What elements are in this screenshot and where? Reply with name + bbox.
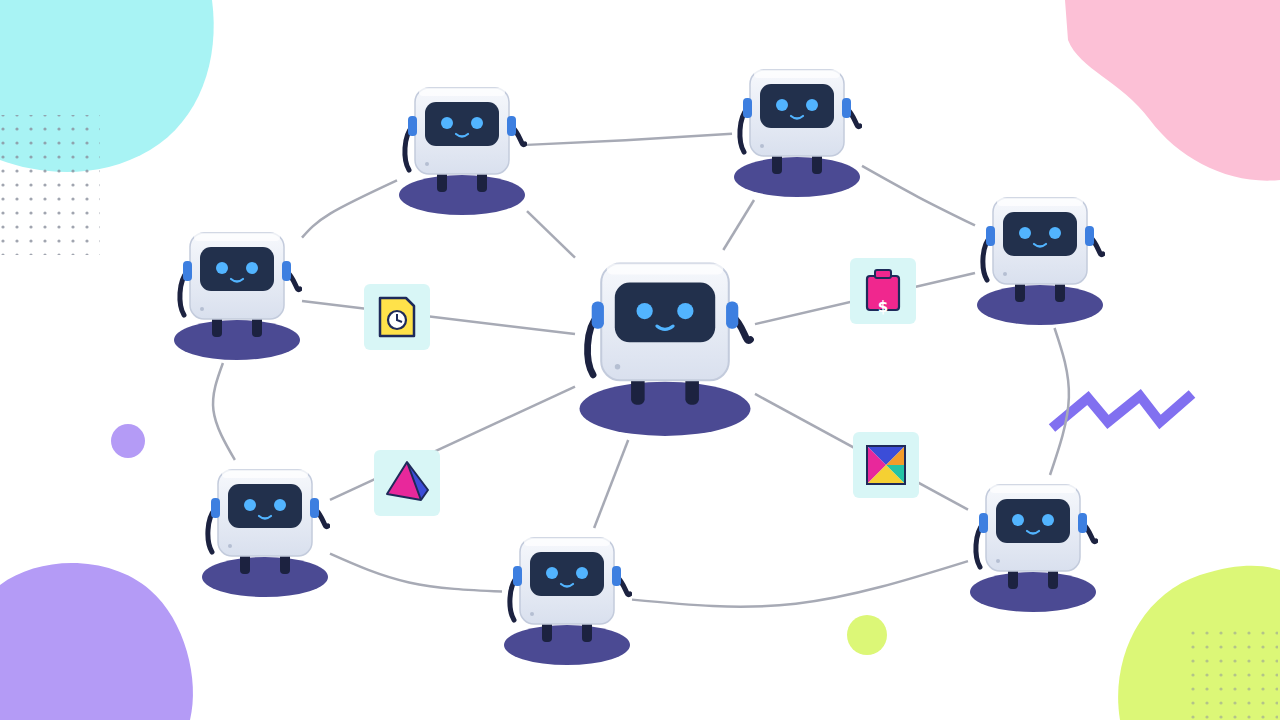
robot-figure [575,250,755,440]
spoke-line [755,394,968,510]
robot-figure [968,475,1098,615]
agent-robot [975,188,1105,328]
ring-line [330,554,502,592]
hub-robot [575,250,755,440]
agent-robot [732,60,862,200]
spoke-line [527,211,575,258]
money-bag-icon [850,258,916,324]
ring-line [213,363,235,460]
lime-blob [1118,566,1280,720]
tangram-icon [853,432,919,498]
spoke-line [330,387,575,500]
spoke-line [594,440,628,528]
ring-line [302,180,397,237]
dot-grid [1188,624,1278,720]
agent-robot [172,223,302,363]
ring-line [862,166,975,226]
zigzag [1052,394,1192,428]
robot-figure [397,78,527,218]
robot-figure [502,528,632,668]
agent-robot [200,460,330,600]
robot-figure [200,460,330,600]
purple-dot [111,424,145,458]
robot-figure [732,60,862,200]
spoke-line [723,200,754,250]
clock-doc-icon [364,284,430,350]
robot-figure [975,188,1105,328]
currency-sign: $ [875,299,891,315]
spoke-line [302,301,575,334]
ring-line [1050,328,1069,475]
ring-line [632,561,968,607]
pyramid-icon [374,450,440,516]
agent-robot [968,475,1098,615]
purple-blob [0,563,193,720]
lime-dot [847,615,887,655]
pink-blob [1065,0,1280,181]
ring-line [527,134,732,145]
robot-figure [172,223,302,363]
agent-robot [397,78,527,218]
agent-robot [502,528,632,668]
dot-grid [0,115,100,255]
